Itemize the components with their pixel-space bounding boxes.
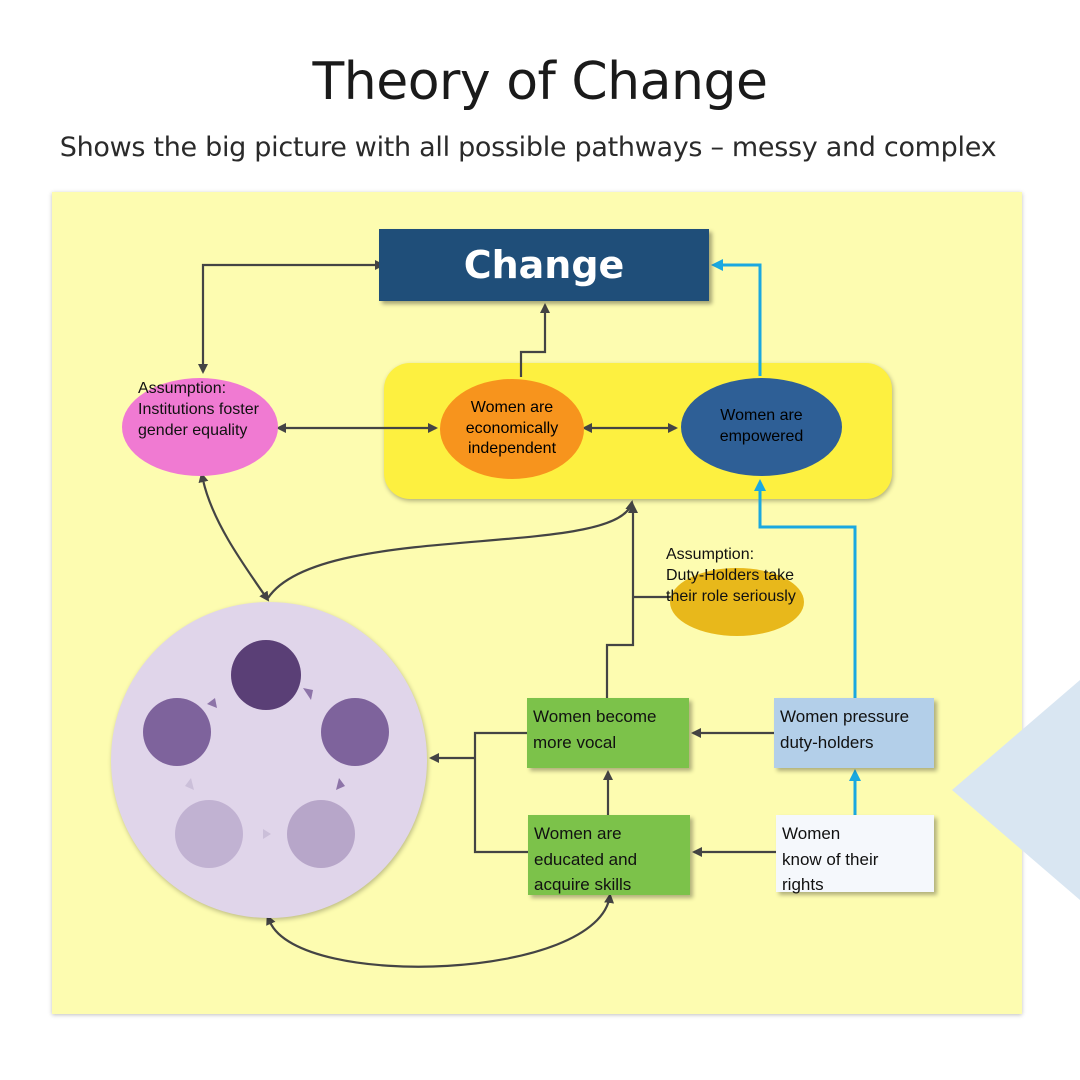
educated-line-3: acquire skills (534, 875, 632, 894)
assumption-institutions-line-2: Institutions foster (138, 400, 259, 418)
assumption-duty-line-1: Assumption: (666, 546, 755, 563)
arrow-circle-educated (266, 893, 615, 968)
rights-line-3: rights (782, 875, 824, 894)
cycle-arrow-5 (207, 698, 217, 708)
cycle-arrow-3 (263, 829, 271, 839)
cycle-dot-left (143, 698, 211, 766)
assumption-institutions-line-3: gender equality (138, 421, 248, 439)
cycle-dot-bottom-left (175, 800, 243, 868)
cycle-dot-right (321, 698, 389, 766)
econ-line-1: Women are (470, 398, 554, 416)
arrow-green-circle (431, 731, 528, 854)
cycle-arrow-2 (336, 778, 345, 790)
page-subtitle: Shows the big picture with all possible … (59, 132, 997, 163)
side-arrow-shape (952, 680, 1080, 900)
rights-line-2: know of their (782, 849, 879, 869)
cycle-arrows (185, 688, 345, 839)
arrow-assumption-circle (198, 472, 270, 602)
econ-line-3: independent (467, 440, 557, 458)
arrow-empowered-change (711, 259, 762, 376)
assumption-institutions-label: Assumption: Institutions foster gender e… (138, 379, 259, 441)
assumption-duty-line-2: Duty-Holders take (666, 566, 795, 584)
empowered-line-1: Women are (720, 407, 803, 425)
assumption-institutions-line-1: Assumption: (138, 380, 227, 397)
assumption-duty-label: Assumption: Duty-Holders take their role… (666, 545, 796, 607)
rights-line-1: Women (782, 824, 841, 843)
arrow-econ-change (519, 303, 550, 377)
educated-line-2: educated and (534, 849, 638, 869)
pressure-line-2: duty-holders (780, 732, 874, 752)
empowered-ellipse: Women are empowered (681, 378, 842, 476)
vocal-line-1: Women become (533, 707, 657, 726)
arrow-circle-panel (267, 500, 636, 599)
pressure-box: Women pressure duty-holders (774, 698, 934, 768)
assumption-institutions-ellipse (122, 378, 278, 476)
educated-box: Women are educated and acquire skills (528, 815, 690, 895)
assumption-duty-line-3: their role seriously (666, 587, 796, 605)
empowered-line-2: empowered (719, 428, 804, 445)
cycle-dot-bottom-right (287, 800, 355, 868)
cycle-dot-top (231, 640, 301, 710)
arrow-change-assumption (198, 260, 385, 374)
page-title: Theory of Change (312, 52, 768, 112)
become-vocal-box: Women become more vocal (527, 698, 689, 768)
assumption-duty-ellipse (670, 568, 804, 636)
arrow-vocal-panel (605, 503, 638, 698)
econ-line-2: economically (465, 419, 559, 437)
economically-independent-ellipse: Women are economically independent (440, 379, 584, 479)
arrow-pressure-empowered (754, 479, 857, 698)
vocal-line-2: more vocal (533, 732, 617, 752)
cycle-arrow-4 (185, 778, 194, 790)
rights-box: Women know of their rights (776, 815, 934, 894)
change-box: Change (379, 229, 709, 301)
pressure-line-1: Women pressure (780, 707, 910, 726)
cycle-circle (111, 602, 427, 918)
cycle-arrow-1 (303, 688, 313, 700)
educated-line-1: Women are (534, 824, 622, 843)
